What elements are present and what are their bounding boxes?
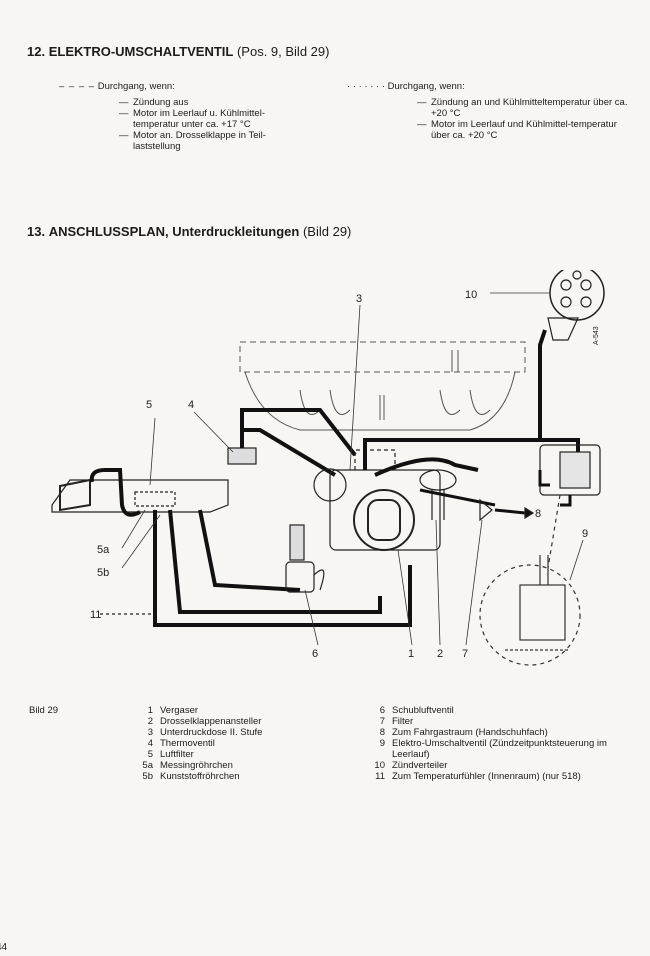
figure-label: Bild 29	[29, 705, 59, 716]
legend-text: Filter	[392, 716, 414, 727]
legend-item: 8 Zum Fahrgastraum (Handschuhfach)	[367, 727, 627, 738]
filter-and-arrow	[479, 498, 535, 522]
legend-key: 10	[374, 760, 385, 771]
callout-9: 9	[582, 528, 588, 540]
legend-text: Zündverteiler	[392, 760, 448, 771]
callout-10: 10	[465, 289, 477, 301]
dashed-condition-item: Motor an. Drosselklappe in Teil-laststel…	[119, 130, 309, 152]
callout-5: 5	[146, 399, 152, 411]
legend-text: Drosselklappenansteller	[160, 716, 262, 727]
push-air-valve	[285, 524, 325, 593]
legend-text: Zum Fahrgastraum (Handschuhfach)	[392, 727, 548, 738]
detail-inset-content	[505, 555, 570, 651]
callout-5b: 5b	[97, 567, 109, 579]
legend-key: 7	[379, 716, 385, 727]
drawing-ref-code: A-543	[593, 326, 600, 345]
legend-item: 7 Filter	[367, 716, 627, 727]
legend-text: Thermoventil	[160, 738, 215, 749]
dashed-condition-item: Zündung aus	[119, 97, 309, 108]
condition-block-dotted: · · · · · · · Durchgang, wenn: Zündung a…	[347, 81, 637, 141]
dashed-legend-head: – – – – Durchgang, wenn:	[59, 81, 319, 92]
legend-text: Zum Temperaturfühler (Innenraum) (nur 51…	[392, 771, 581, 782]
legend-key: 6	[379, 705, 385, 716]
dashed-heading: Durchgang, wenn:	[97, 81, 175, 92]
legend-item: 5b Kunststoffröhrchen	[135, 771, 350, 782]
section-13-heading: 13. ANSCHLUSSPLAN, Unterdruckleitungen (…	[27, 224, 351, 239]
legend-text: Elektro-Umschaltventil (Zündzeitpunktste…	[392, 738, 607, 760]
dashed-condition-list: Zündung aus Motor im Leerlauf u. Kühlmit…	[119, 97, 309, 152]
air-filter	[51, 478, 229, 513]
legend-key: 8	[379, 727, 385, 738]
carburetor	[313, 449, 441, 551]
electro-switch-valve	[538, 444, 601, 507]
page-number: 44	[0, 942, 8, 953]
section-12-heading: 12. ELEKTRO-UMSCHALTVENTIL (Pos. 9, Bild…	[27, 44, 329, 59]
legend-key: 5b	[142, 771, 153, 782]
section-12-number: 12.	[27, 44, 46, 59]
dotted-condition-item: Motor im Leerlauf und Kühlmittel-tempera…	[417, 119, 632, 141]
callout-1: 1	[408, 648, 414, 660]
legend-key: 5a	[142, 760, 153, 771]
legend-item: 10 Zündverteiler	[367, 760, 627, 771]
section-12-title: ELEKTRO-UMSCHALTVENTIL	[48, 44, 234, 59]
section-13-title: ANSCHLUSSPLAN, Unterdruckleitungen	[48, 224, 300, 239]
callout-5a: 5a	[97, 544, 110, 556]
callout-11: 11	[90, 609, 101, 621]
legend-key: 3	[147, 727, 153, 738]
legend-item: 4 Thermoventil	[135, 738, 350, 749]
vacuum-unit-lines	[363, 438, 580, 477]
callout-7: 7	[462, 648, 468, 660]
legend-key: 11	[375, 771, 385, 782]
legend-key: 1	[147, 705, 153, 716]
legend-item: 2 Drosselklappenansteller	[135, 716, 350, 727]
legend-column-1: 1 Vergaser 2 Drosselklappenansteller 3 Unte…	[135, 705, 350, 782]
dotted-heading: Durchgang, wenn:	[387, 81, 465, 92]
callout-8: 8	[535, 508, 541, 520]
vacuum-connection-diagram: 3 10 4 5 5a 5b 11 6 1 2 7 8 9 A-543	[51, 270, 605, 666]
dotted-condition-list: Zündung an und Kühlmitteltemperatur über…	[417, 97, 632, 141]
section-13-ref: (Bild 29)	[302, 224, 352, 239]
legend-text: Schubluftventil	[392, 705, 454, 716]
legend-key: 5	[147, 749, 153, 760]
legend-text: Messingröhrchen	[160, 760, 233, 771]
detail-inset	[479, 494, 581, 666]
section-13-number: 13.	[27, 224, 46, 239]
dashed-line-marker: – – – –	[59, 81, 96, 92]
legend-item: 3 Unterdruckdose II. Stufe	[135, 727, 350, 738]
distributor	[538, 270, 605, 440]
legend-item: 11 Zum Temperaturfühler (Innenraum) (nur …	[367, 771, 627, 782]
dotted-line-marker: · · · · · · ·	[347, 81, 385, 92]
legend-column-2: 6 Schubluftventil 7 Filter 8 Zum Fahrgastra…	[367, 705, 627, 782]
legend-key: 4	[147, 738, 153, 749]
callout-2: 2	[437, 648, 443, 660]
legend-text: Vergaser	[160, 705, 199, 716]
callout-6: 6	[312, 648, 318, 660]
callout-3: 3	[356, 293, 362, 305]
legend-key: 2	[147, 716, 153, 727]
throttle-actuator	[419, 469, 496, 520]
callout-leaders	[121, 292, 584, 646]
legend-text: Unterdruckdose II. Stufe	[160, 727, 263, 738]
legend-item: 5 Luftfilter	[135, 749, 350, 760]
engine-block-outline	[239, 341, 526, 431]
legend-text: Luftfilter	[160, 749, 194, 760]
callout-4: 4	[188, 399, 194, 411]
thermovalve	[227, 408, 357, 477]
legend-item: 1 Vergaser	[135, 705, 350, 716]
legend-item: 9 Elektro-Umschaltventil (Zündzeitpunktst…	[367, 738, 627, 760]
condition-block-dashed: – – – – Durchgang, wenn: Zündung aus Mot…	[59, 81, 319, 152]
dotted-condition-item: Zündung an und Kühlmitteltemperatur über…	[417, 97, 632, 119]
legend-item: 6 Schubluftventil	[367, 705, 627, 716]
dotted-legend-head: · · · · · · · Durchgang, wenn:	[347, 81, 637, 92]
dashed-condition-item: Motor im Leerlauf u. Kühlmittel-temperat…	[119, 108, 309, 130]
legend-key: 9	[379, 738, 385, 749]
section-12-ref: (Pos. 9, Bild 29)	[236, 44, 330, 59]
filter-hoses	[89, 468, 412, 627]
legend-text: Kunststoffröhrchen	[160, 771, 240, 782]
legend-item: 5a Messingröhrchen	[135, 760, 350, 771]
